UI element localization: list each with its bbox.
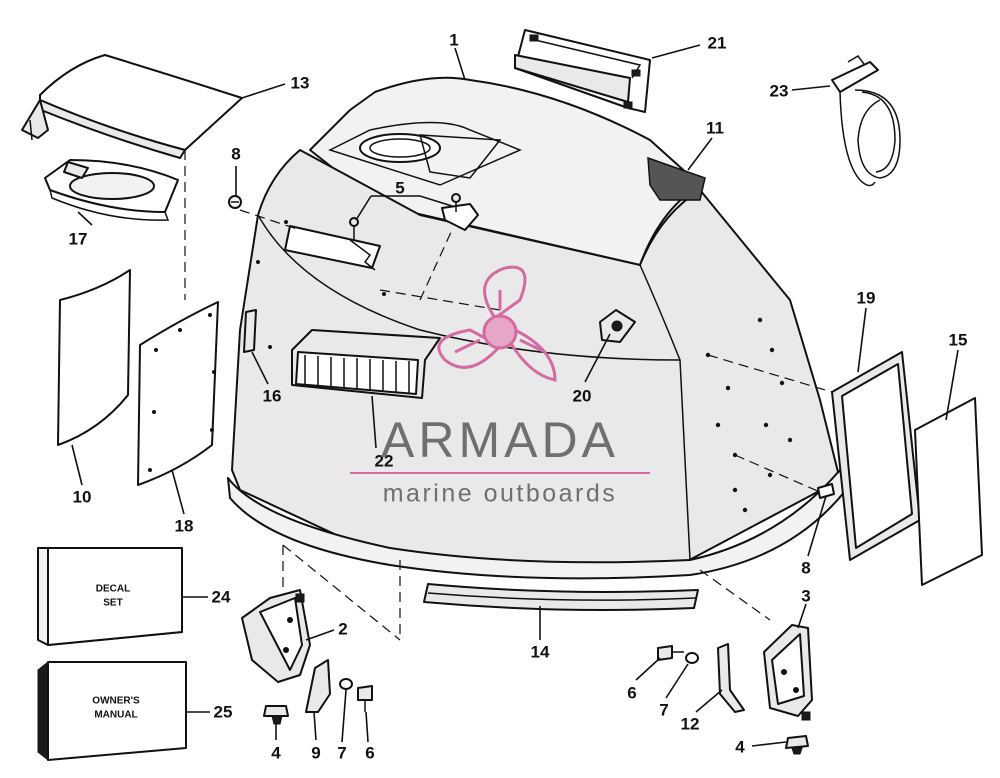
seal-strip	[647, 156, 706, 201]
callout-2: 2	[338, 619, 348, 639]
callout-7-left: 7	[337, 743, 347, 763]
assembly-lines	[184, 150, 833, 641]
watermark-brand: ARMADA	[381, 412, 619, 468]
screw-right	[817, 483, 835, 499]
decal-set-label: DECAL SET	[95, 583, 131, 609]
decal-panel-right	[914, 397, 983, 586]
callout-20: 20	[572, 386, 592, 406]
callout-22: 22	[374, 451, 394, 471]
callout-16: 16	[262, 386, 282, 406]
decal-set-box	[37, 546, 183, 646]
liner-left	[137, 301, 219, 486]
cover-rivets	[256, 220, 793, 513]
callout-4-right: 4	[735, 737, 745, 757]
watermark-divider	[350, 472, 650, 474]
callout-5: 5	[395, 178, 405, 198]
callout-21: 21	[707, 33, 727, 53]
intake-gasket	[44, 159, 179, 221]
callout-6-left: 6	[365, 743, 375, 763]
latch-bracket-right	[763, 624, 813, 721]
bottom-seal	[423, 583, 699, 611]
callout-1: 1	[449, 30, 459, 50]
callout-15: 15	[948, 330, 968, 350]
fuel-fitting	[599, 309, 636, 343]
side-bracket	[243, 309, 257, 353]
callout-25: 25	[213, 702, 233, 722]
front-grille	[291, 329, 441, 399]
rear-vent	[514, 29, 651, 113]
callout-23: 23	[769, 81, 789, 101]
callout-10: 10	[72, 487, 92, 507]
callout-13: 13	[290, 73, 310, 93]
callout-17: 17	[68, 229, 88, 249]
callout-4-left: 4	[271, 743, 281, 763]
callout-24: 24	[211, 587, 231, 607]
propeller-logo	[437, 265, 557, 382]
watermark-tagline: marine outboards	[382, 479, 618, 508]
callout-19: 19	[856, 288, 876, 308]
callout-6-right: 6	[627, 683, 637, 703]
wiring-harness	[831, 55, 901, 187]
callout-12: 12	[680, 714, 700, 734]
callout-8-left: 8	[231, 144, 241, 164]
callout-7-right: 7	[659, 700, 669, 720]
screw-left	[228, 195, 242, 209]
liner-frame-right	[831, 351, 921, 561]
leader-lines	[71, 44, 959, 747]
top-cover	[21, 54, 243, 159]
owners-manual-box	[37, 660, 187, 762]
owners-manual-label: OWNER'S MANUAL	[92, 695, 140, 721]
latch-bracket-left	[241, 589, 311, 683]
callout-3: 3	[801, 586, 811, 606]
callout-14: 14	[530, 642, 550, 662]
hardware	[263, 643, 809, 755]
motor-cover	[227, 76, 847, 580]
callout-8-right: 8	[801, 558, 811, 578]
callout-9: 9	[311, 743, 321, 763]
decal-panel-left	[57, 269, 131, 446]
screws-five	[349, 193, 479, 240]
callout-11: 11	[706, 118, 724, 138]
callout-18: 18	[174, 516, 194, 536]
